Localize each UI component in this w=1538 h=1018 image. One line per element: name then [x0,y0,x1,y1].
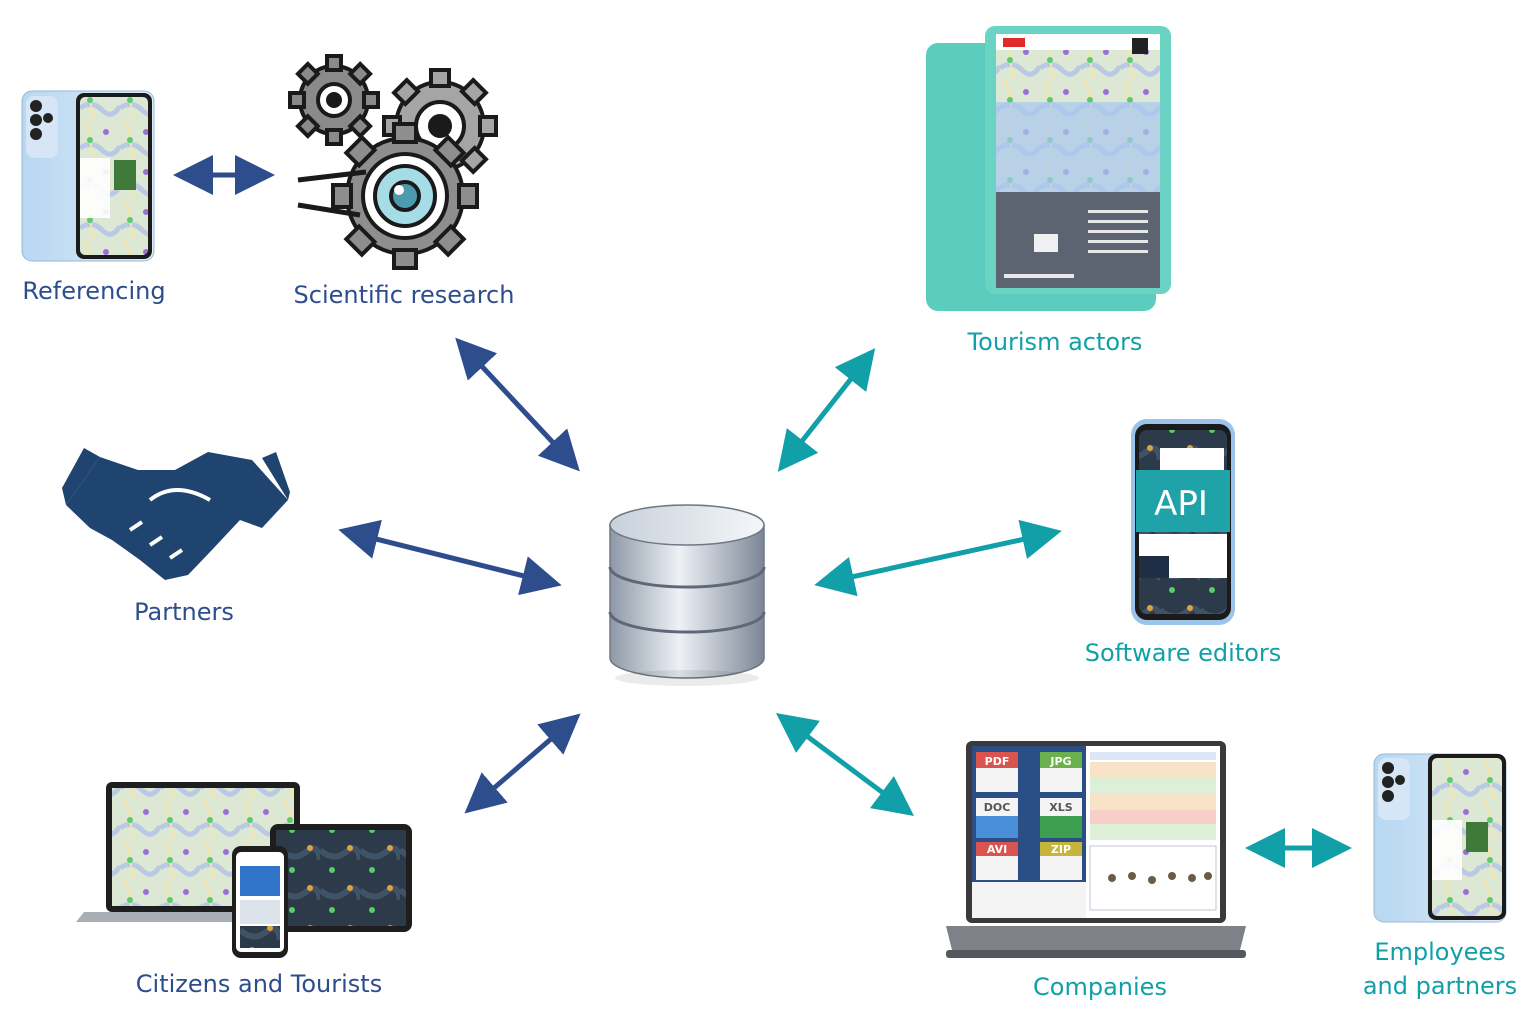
arrow-citizens-database [464,713,581,814]
scientific-research-label: Scientific research [293,281,515,309]
arrow-companies-database [775,713,915,816]
companies-label: Companies [1033,973,1167,1001]
citizens-tourists-label: Citizens and Tourists [135,970,383,998]
file-type-label: JPG [1049,755,1071,768]
handshake-icon [62,448,290,580]
tablet-map-icon [926,26,1171,311]
arrow-partners-database [338,519,562,596]
tourism-actors-label: Tourism actors [967,328,1143,356]
api-badge-label: API [1154,484,1208,524]
phone-api-icon [1131,419,1235,625]
referencing-label: Referencing [22,277,166,305]
file-type-label: XLS [1049,801,1072,814]
arrow-tourism-database [777,348,876,472]
arrow-software-database [814,519,1062,597]
file-pdf-icon [976,752,1018,792]
devices-map-icon [76,782,412,958]
laptop-files-icon [946,741,1246,958]
arrow-research-database [455,337,580,472]
api-badge [1136,470,1230,532]
database-icon [608,504,766,686]
file-xls-icon [1040,798,1082,838]
employees-label-line1: Employees [1374,938,1506,966]
file-type-label: AVI [987,843,1007,856]
smartphone-map-icon [1373,753,1507,923]
file-avi-icon [976,842,1018,880]
file-type-label: ZIP [1051,843,1071,856]
file-type-label: PDF [985,755,1010,768]
file-doc-icon [976,798,1018,838]
software-editors-label: Software editors [1084,639,1282,667]
gears-eye-icon [288,54,498,270]
employees-label-line2: and partners [1362,972,1518,1000]
partners-label: Partners [134,598,234,626]
file-type-label: DOC [984,801,1011,814]
file-jpg-icon [1040,752,1082,792]
smartphone-map-icon [21,90,155,262]
file-zip-icon [1040,842,1082,880]
